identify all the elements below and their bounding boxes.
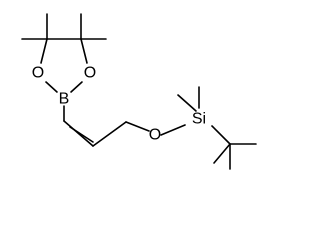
atom-ring-oxygen-right: O	[84, 65, 96, 82]
bond-c2-o2	[80, 38, 88, 64]
bond-si-cq	[211, 125, 231, 145]
bonds	[21, 13, 257, 170]
bond-ca-cb	[63, 120, 94, 147]
chemical-structure: B O O O Si	[21, 13, 257, 170]
bond-ca-cb-double	[69, 126, 94, 143]
bond-si-methyl-left	[177, 94, 197, 112]
atom-boron: B	[59, 91, 70, 108]
bond-o1-b	[45, 81, 58, 93]
bond-o1-c1	[40, 38, 48, 64]
atom-ether-oxygen: O	[149, 127, 161, 144]
atom-labels: B O O O Si	[32, 65, 206, 144]
bond-b-o2	[70, 81, 83, 93]
atom-silicon: Si	[192, 111, 206, 128]
bond-cq-methyl-downleft	[213, 143, 231, 164]
bond-o-si	[160, 124, 186, 136]
atom-ring-oxygen-left: O	[32, 65, 44, 82]
bond-cb-cc	[92, 121, 127, 147]
bond-cc-o	[125, 121, 150, 132]
